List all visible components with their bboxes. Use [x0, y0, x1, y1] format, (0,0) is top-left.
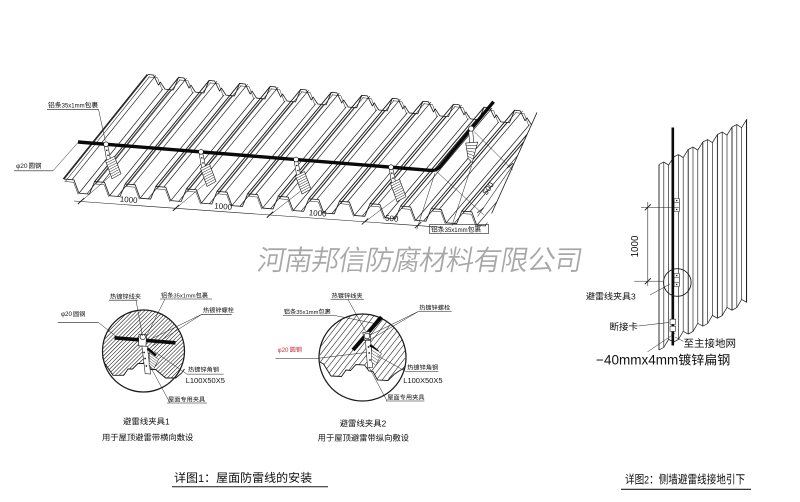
svg-text:0: 0 [612, 353, 620, 368]
svg-text:1: 1 [165, 416, 170, 426]
svg-text:4: 4 [648, 353, 656, 368]
svg-text:L100X50X5: L100X50X5 [186, 376, 225, 385]
svg-text:x: x [451, 228, 454, 234]
svg-text:3: 3 [445, 228, 449, 234]
svg-text:x: x [303, 310, 306, 316]
svg-text:L100X50X5: L100X50X5 [403, 376, 442, 385]
svg-text:5: 5 [448, 228, 452, 234]
svg-text:m: m [667, 353, 678, 368]
svg-text:2: 2 [644, 475, 649, 487]
svg-text:m: m [630, 353, 641, 368]
svg-text:500: 500 [385, 214, 400, 224]
svg-text:x: x [68, 104, 71, 110]
svg-text:−: − [596, 353, 604, 368]
svg-text:5: 5 [65, 104, 69, 110]
svg-text:m: m [463, 228, 468, 234]
svg-text:φ20: φ20 [16, 163, 28, 170]
svg-text:1000: 1000 [119, 195, 138, 205]
svg-text:3: 3 [296, 310, 299, 316]
svg-text:1: 1 [306, 310, 309, 316]
svg-text:5: 5 [299, 310, 302, 316]
svg-text:φ20: φ20 [278, 347, 289, 354]
svg-text:m: m [314, 310, 319, 316]
svg-text:φ20: φ20 [61, 311, 72, 318]
svg-text:m: m [186, 294, 191, 300]
svg-text:m: m [75, 104, 80, 110]
svg-text:5: 5 [177, 294, 180, 300]
svg-text:1000: 1000 [630, 235, 641, 257]
svg-text:1: 1 [71, 104, 75, 110]
svg-text:1000: 1000 [214, 202, 233, 212]
svg-text:3: 3 [631, 292, 636, 302]
svg-text:m: m [80, 104, 85, 110]
svg-text:1: 1 [183, 294, 186, 300]
svg-text:x: x [180, 294, 183, 300]
svg-text:4: 4 [604, 353, 612, 368]
svg-text:m: m [656, 353, 667, 368]
svg-text:1000: 1000 [308, 208, 327, 218]
svg-text:m: m [191, 294, 196, 300]
svg-text:3: 3 [62, 104, 66, 110]
svg-text:x: x [642, 353, 649, 368]
svg-text:2: 2 [382, 418, 387, 428]
svg-text:m: m [619, 353, 630, 368]
svg-text:1: 1 [454, 228, 458, 234]
svg-text:1: 1 [198, 473, 204, 485]
svg-text:m: m [309, 310, 314, 316]
svg-text:3: 3 [173, 294, 176, 300]
svg-text:m: m [458, 228, 463, 234]
